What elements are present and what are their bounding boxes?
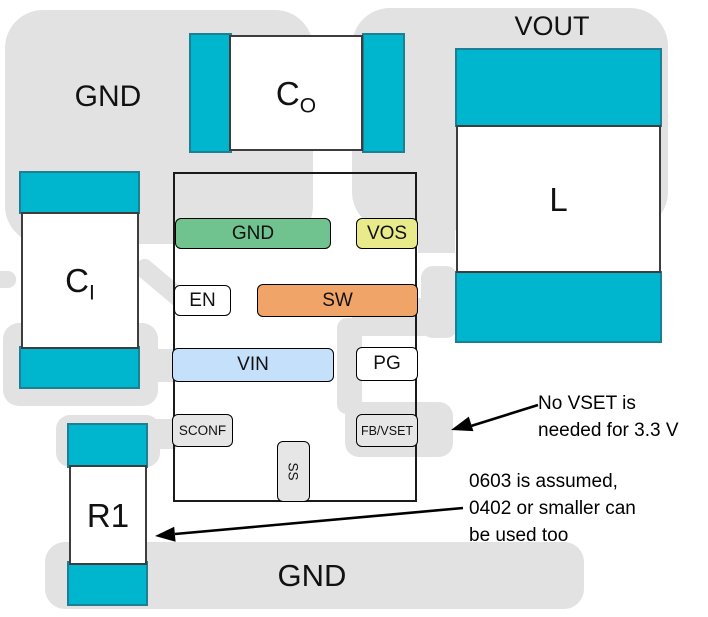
cap-co-label: CO bbox=[275, 74, 317, 118]
cap-ci-pad-top bbox=[19, 171, 140, 214]
resistor-r1-label: R1 bbox=[86, 496, 130, 534]
label-gnd-bottom: GND bbox=[277, 558, 347, 593]
note-vset: No VSET is needed for 3.3 V bbox=[538, 393, 679, 441]
cap-co-pad-left bbox=[189, 33, 232, 153]
pin-sconf-label: SCONF bbox=[178, 423, 227, 438]
resistor-r1-body: R1 bbox=[69, 465, 147, 565]
arrow-vset bbox=[451, 403, 539, 432]
pin-vin-label: VIN bbox=[237, 354, 269, 375]
note-size: 0603 is assumed, 0402 or smaller can be … bbox=[469, 471, 636, 546]
pin-vos: VOS bbox=[356, 218, 418, 249]
trace-vin-connector bbox=[145, 349, 175, 382]
inductor-l-body: L bbox=[456, 125, 661, 273]
pin-ss-label: SS bbox=[285, 462, 301, 481]
inductor-l-pad-top bbox=[455, 48, 662, 127]
pin-en-label: EN bbox=[189, 289, 216, 311]
trace-vos-to-vout bbox=[418, 145, 455, 253]
pin-vin: VIN bbox=[172, 348, 334, 382]
pin-pg-label: PG bbox=[373, 353, 401, 374]
inductor-l-pad-bottom bbox=[455, 271, 662, 343]
pin-fbvset-label: FB/VSET bbox=[360, 423, 414, 438]
pin-gnd-label: GND bbox=[231, 222, 275, 244]
pin-vos-label: VOS bbox=[366, 222, 408, 244]
pin-gnd: GND bbox=[175, 218, 331, 249]
pin-ss: SS bbox=[277, 441, 310, 502]
resistor-r1-pad-top bbox=[67, 423, 148, 468]
pin-en: EN bbox=[174, 285, 231, 316]
cap-ci-pad-bottom bbox=[19, 346, 140, 389]
pin-fbvset: FB/VSET bbox=[356, 414, 418, 447]
trace-en-left-stub bbox=[0, 271, 16, 288]
pin-pg: PG bbox=[356, 347, 418, 381]
cap-co-body: CO bbox=[229, 35, 363, 151]
label-gnd-top: GND bbox=[74, 80, 142, 113]
cap-ci-body: CI bbox=[21, 212, 139, 349]
cap-ci-label: CI bbox=[65, 262, 95, 305]
pin-sconf: SCONF bbox=[172, 414, 233, 447]
pin-sw: SW bbox=[257, 284, 418, 317]
arrow-size bbox=[155, 506, 464, 542]
pin-sw-label: SW bbox=[322, 289, 353, 311]
resistor-r1-pad-bottom bbox=[67, 561, 148, 606]
inductor-l-label: L bbox=[549, 180, 568, 218]
cap-co-pad-right bbox=[362, 33, 405, 153]
label-vout: VOUT bbox=[514, 11, 590, 41]
